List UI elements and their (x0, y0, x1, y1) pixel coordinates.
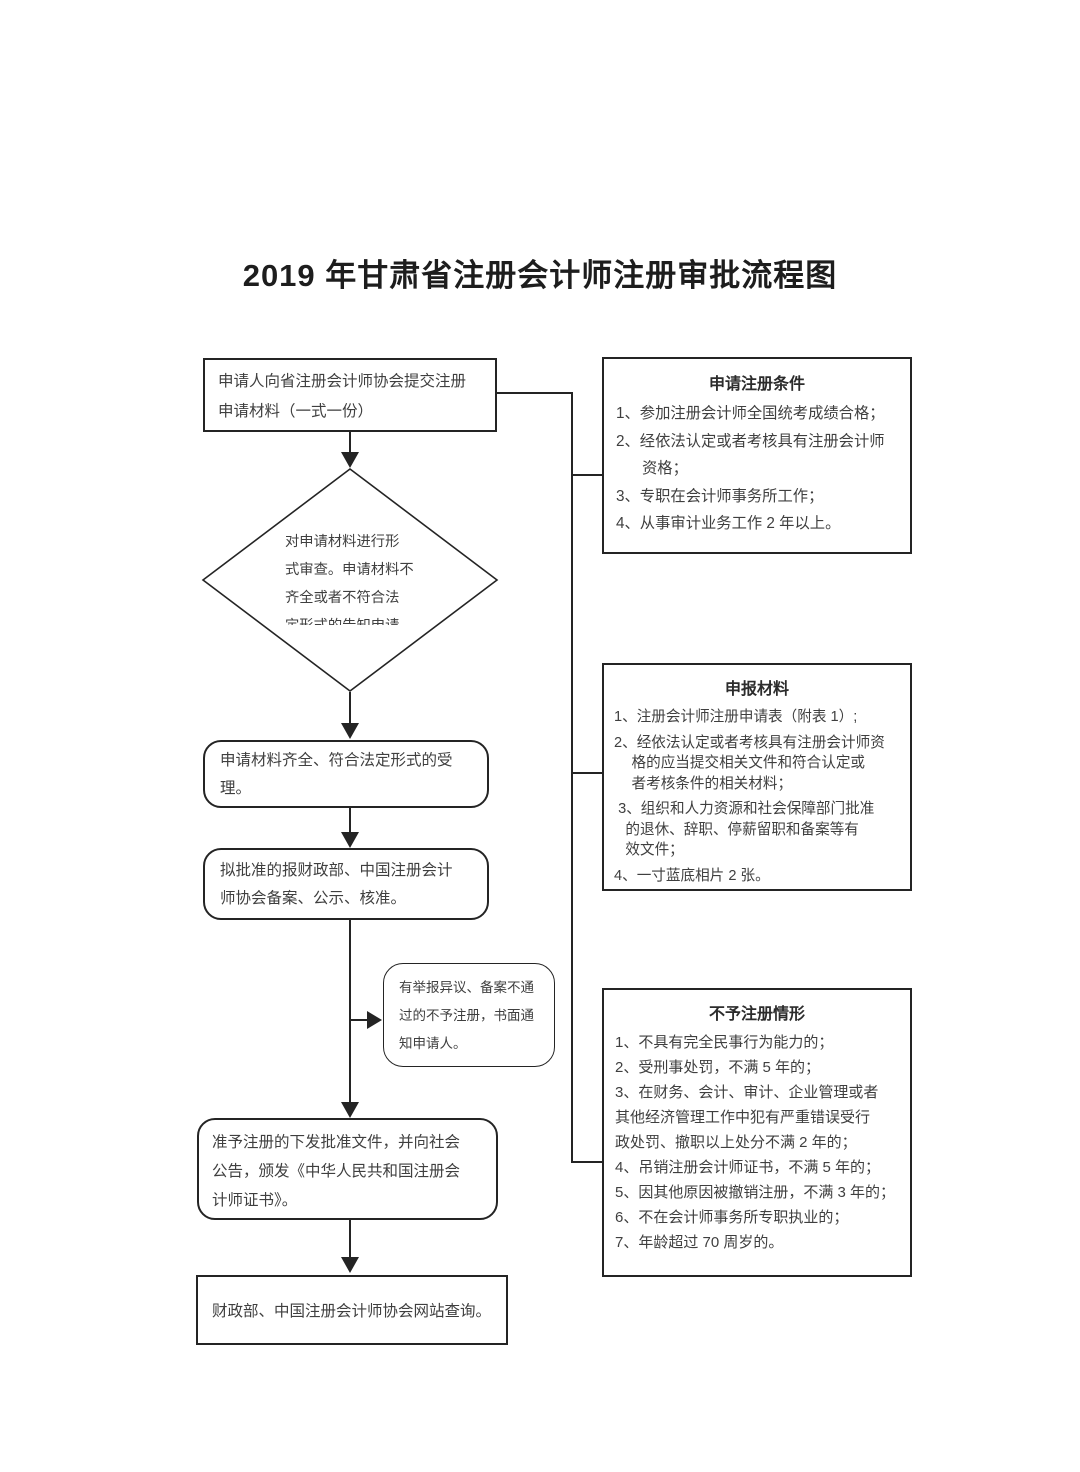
list-item: 2、经依法认定或者考核具有注册会计师资 格的应当提交相关文件和符合认定或 者考核… (614, 734, 885, 792)
website-query-text: 财政部、中国注册会计师协会网站查询。 (212, 1303, 492, 1320)
connector-line (573, 772, 602, 774)
panel-title: 申报材料 (724, 681, 789, 698)
flow-node-submit-application: 申请人向省注册会计师协会提交注册 申请材料（一式一份） (203, 358, 497, 432)
flow-node-approve-filing: 拟批准的报财政部、中国注册会计 师协会备案、公示、核准。 (203, 848, 489, 920)
connector-line (349, 808, 351, 833)
flow-node-rejection-notice: 有举报异议、备案不通 过的不予注册，书面通 知申请人。 (383, 963, 555, 1067)
list-item: 3、在财务、会计、审计、企业管理或者 其他经济管理工作中犯有严重错误受行 政处罚… (615, 1084, 879, 1151)
connector-line (497, 392, 573, 394)
panel-registration-conditions: 申请注册条件 1、参加注册会计师全国统考成绩合格； 2、经依法认定或者考核具有注… (602, 357, 912, 554)
list-item: 6、不在会计师事务所专职执业的； (615, 1209, 849, 1226)
page-title: 2019 年甘肃省注册会计师注册审批流程图 (242, 258, 838, 293)
panel-title: 申请注册条件 (708, 376, 805, 393)
list-item: 3、组织和人力资源和社会保障部门批准 的退休、辞职、停薪留职和备案等有 效文件； (618, 801, 875, 858)
connector-line (349, 692, 351, 725)
flow-decision-diamond (201, 467, 499, 693)
connector-rail (571, 392, 573, 1163)
list-item: 7、年龄超过 70 周岁的。 (615, 1234, 784, 1251)
list-item: 1、不具有完全民事行为能力的； (615, 1034, 834, 1051)
connector-line (349, 920, 351, 1104)
arrow-down-icon (341, 832, 359, 848)
connector-line (573, 1161, 602, 1163)
list-item: 2、受刑事处罚，不满 5 年的； (615, 1059, 821, 1076)
list-item: 4、一寸蓝底相片 2 张。 (614, 867, 770, 884)
arrow-down-icon (341, 723, 359, 739)
flow-node-accept: 申请材料齐全、符合法定形式的受 理。 (203, 740, 489, 808)
list-item: 4、吊销注册会计师证书，不满 5 年的； (615, 1159, 881, 1176)
flow-node-website-query: 财政部、中国注册会计师协会网站查询。 (196, 1275, 508, 1345)
flow-node-certificate: 准予注册的下发批准文件，并向社会 公告，颁发《中华人民共和国注册会 计师证书》。 (197, 1118, 498, 1220)
list-item: 4、从事审计业务工作 2 年以上。 (616, 515, 841, 532)
list-item: 2、经依法认定或者考核具有注册会计师 资格； (616, 432, 885, 478)
panel-title: 不予注册情形 (708, 1006, 805, 1023)
arrow-down-icon (341, 1257, 359, 1273)
connector-line (349, 1220, 351, 1258)
list-item: 5、因其他原因被撤销注册，不满 3 年的； (615, 1184, 896, 1201)
connector-line (349, 432, 351, 454)
connector-line (573, 474, 602, 476)
list-item: 1、参加注册会计师全国统考成绩合格； (616, 405, 885, 422)
panel-denial-cases: 不予注册情形 1、不具有完全民事行为能力的； 2、受刑事处罚，不满 5 年的； … (602, 988, 912, 1277)
connector-line (350, 1019, 368, 1021)
arrow-down-icon (341, 1102, 359, 1118)
arrow-right-icon (367, 1011, 382, 1029)
flow-decision-text: 对申请材料进行形 式审查。申请材料不 齐全或者不符合法 定形式的告知申请 (285, 534, 414, 625)
arrow-down-icon (341, 452, 359, 468)
list-item: 3、专职在会计师事务所工作； (616, 487, 824, 505)
list-item: 1、注册会计师注册申请表（附表 1）; (614, 709, 858, 725)
panel-application-materials: 申报材料 1、注册会计师注册申请表（附表 1）; 2、经依法认定或者考核具有注册… (602, 663, 912, 891)
